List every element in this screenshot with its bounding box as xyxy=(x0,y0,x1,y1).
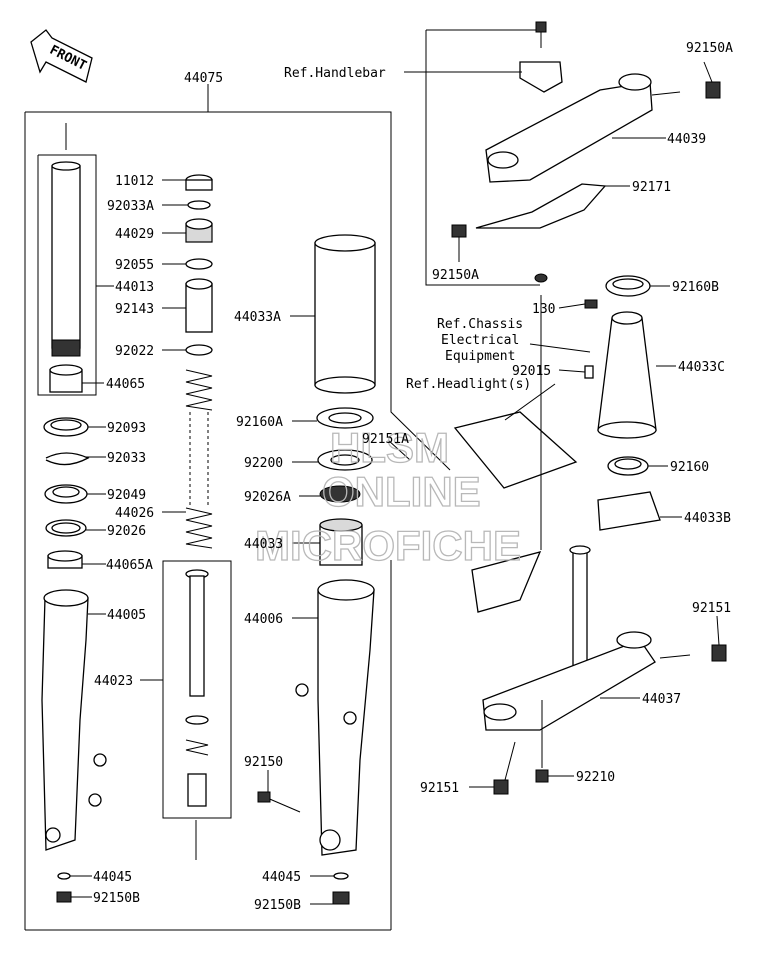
label-92160B: 92160B xyxy=(672,280,719,295)
upper-triple-clamp xyxy=(485,81,653,183)
label-44005: 44005 xyxy=(107,608,146,623)
svg-text:HLSM: HLSM xyxy=(330,424,449,471)
label-92026: 92026 xyxy=(107,524,146,539)
label-92143: 92143 xyxy=(115,302,154,317)
part-labels: 44075 11012 92033A 44029 92055 44013 921… xyxy=(93,41,733,913)
label-44033B: 44033B xyxy=(684,511,731,526)
front-arrow-icon: FRONT xyxy=(30,29,93,83)
label-44045-left: 44045 xyxy=(93,870,132,885)
label-44033A: 44033A xyxy=(234,310,281,325)
label-44075: 44075 xyxy=(184,71,223,86)
label-92093: 92093 xyxy=(107,421,146,436)
outer-tube-left xyxy=(41,597,89,851)
bolt-icon xyxy=(56,891,72,903)
label-44045-right: 44045 xyxy=(262,870,301,885)
label-92151-bottom: 92151 xyxy=(420,781,459,796)
label-92151A: 92151A xyxy=(362,432,409,447)
label-92150B-right: 92150B xyxy=(254,898,301,913)
label-92026A: 92026A xyxy=(244,490,291,505)
label-44033C: 44033C xyxy=(678,360,725,375)
label-92210: 92210 xyxy=(576,770,615,785)
label-92150A-bottom: 92150A xyxy=(432,268,479,283)
label-11012: 11012 xyxy=(115,174,154,189)
label-92160A: 92160A xyxy=(236,415,283,430)
label-92015: 92015 xyxy=(512,364,551,379)
headlight-bracket xyxy=(453,411,578,489)
label-92022: 92022 xyxy=(115,344,154,359)
label-92055: 92055 xyxy=(115,258,154,273)
lower-bracket-group xyxy=(453,275,727,795)
left-parts xyxy=(41,161,107,903)
upper-bracket-group xyxy=(425,21,721,286)
label-44065: 44065 xyxy=(106,377,145,392)
ref-headlight: Ref.Headlight(s) xyxy=(406,377,531,392)
label-44033: 44033 xyxy=(244,537,283,552)
label-92151-right: 92151 xyxy=(692,601,731,616)
ref-chassis-1: Ref.Chassis xyxy=(437,317,523,332)
label-44039: 44039 xyxy=(667,132,706,147)
label-44026: 44026 xyxy=(115,506,154,521)
label-44037: 44037 xyxy=(642,692,681,707)
retaining-clip xyxy=(45,452,90,466)
watermark: HLSM ONLINE MICROFICHE xyxy=(254,423,521,569)
label-130: 130 xyxy=(532,302,555,317)
label-92150B-left: 92150B xyxy=(93,891,140,906)
lower-triple-clamp xyxy=(482,639,656,731)
label-44006: 44006 xyxy=(244,612,283,627)
label-44013: 44013 xyxy=(115,280,154,295)
label-92150: 92150 xyxy=(244,755,283,770)
label-92049: 92049 xyxy=(107,488,146,503)
label-44023: 44023 xyxy=(94,674,133,689)
label-92150A-top: 92150A xyxy=(686,41,733,56)
label-92160: 92160 xyxy=(670,460,709,475)
ref-chassis-2: Electrical xyxy=(441,333,519,348)
ref-handlebar: Ref.Handlebar xyxy=(284,66,386,81)
svg-text:MICROFICHE: MICROFICHE xyxy=(255,522,521,569)
fork-cover-cone xyxy=(597,317,657,431)
label-92033A: 92033A xyxy=(107,199,154,214)
label-44065A: 44065A xyxy=(106,558,153,573)
label-92033: 92033 xyxy=(107,451,146,466)
middle-parts xyxy=(185,174,376,905)
label-92171: 92171 xyxy=(632,180,671,195)
label-92200: 92200 xyxy=(244,456,283,471)
reference-labels: Ref.Handlebar Ref.Chassis Electrical Equ… xyxy=(284,66,531,392)
inner-tube xyxy=(51,165,81,349)
svg-text:ONLINE: ONLINE xyxy=(322,468,481,515)
ref-chassis-3: Equipment xyxy=(445,349,515,364)
fork-assembly-group xyxy=(24,84,451,931)
leader-lines xyxy=(70,61,720,905)
label-44029: 44029 xyxy=(115,227,154,242)
